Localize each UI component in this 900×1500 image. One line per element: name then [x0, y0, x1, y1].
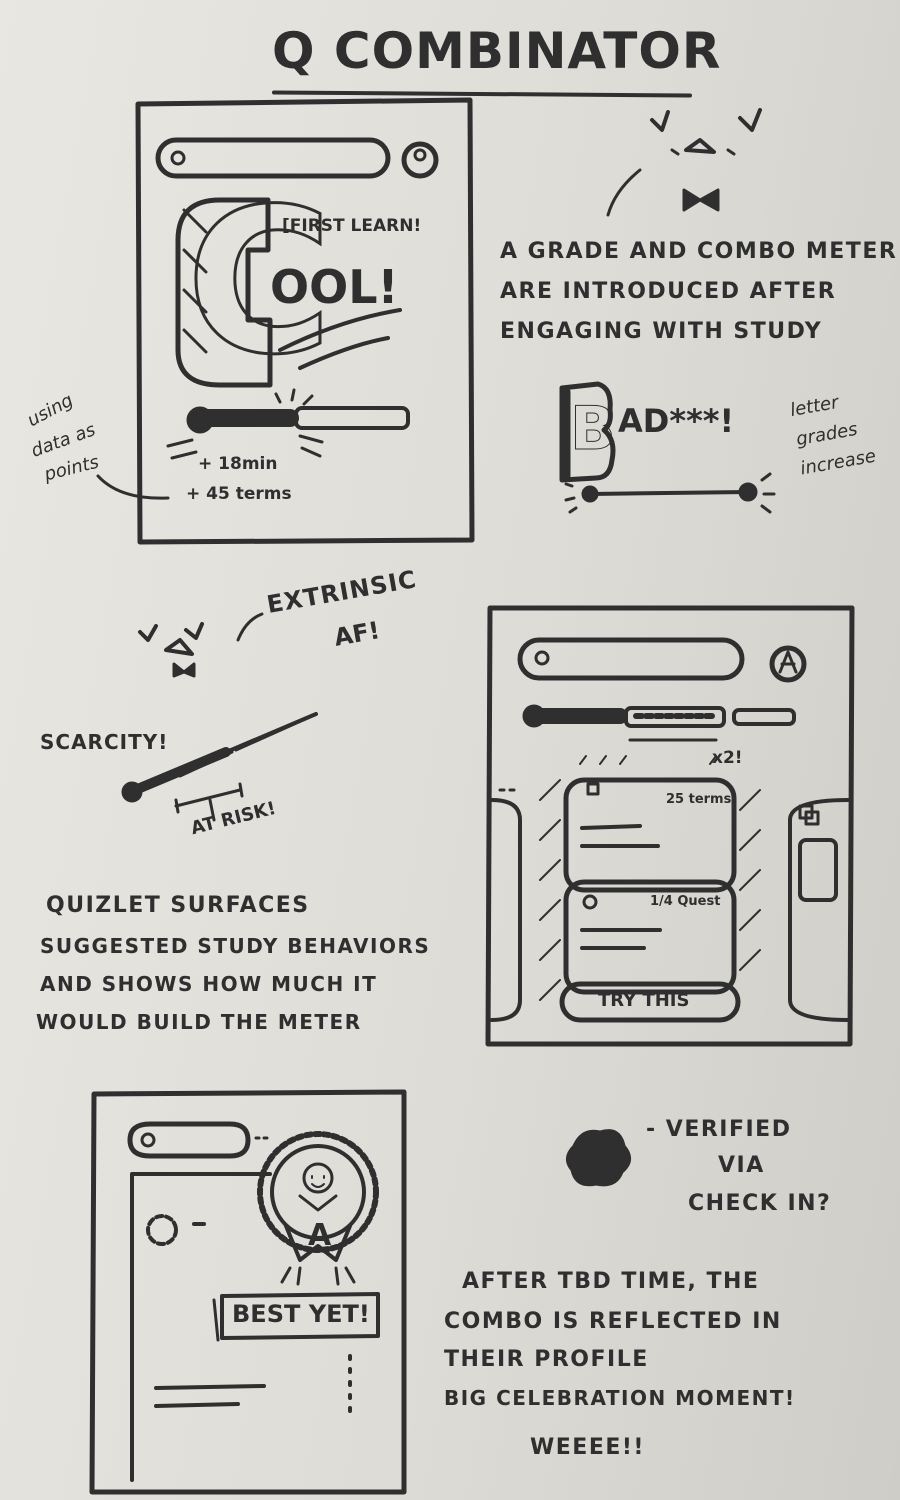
first-learn-tag: [FIRST LEARN!: [282, 216, 422, 236]
avatar-icon-2: [769, 645, 807, 683]
speech-bubble: [220, 1292, 380, 1340]
letter-b-outline: [559, 381, 616, 483]
note2-line-2: SUGGESTED STUDY BEHAVIORS: [40, 934, 431, 958]
note3-line-5: WEEEE!!: [530, 1435, 645, 1460]
award-rosette: [257, 1131, 379, 1253]
card2-badge: 1/4 Quest: [650, 894, 721, 909]
cool-word: OOL!: [270, 260, 399, 314]
note3-line-3: THEIR PROFILE: [444, 1347, 649, 1372]
phone-frame-2: [485, 605, 855, 1047]
stat-minutes: + 18min: [198, 454, 278, 474]
card1-badge: 25 terms: [666, 792, 732, 807]
note2-line-1: QUIZLET SURFACES: [46, 893, 310, 918]
note1-line-2: ARE INTRODUCED AFTER: [500, 279, 837, 304]
letter-c-outline: [175, 197, 273, 388]
suggestion-card-2: [563, 879, 737, 995]
note1-line-3: ENGAGING WITH STUDY: [500, 319, 823, 344]
note1-line-1: A GRADE AND COMBO METER: [500, 239, 898, 264]
verified-line-2: VIA: [718, 1153, 765, 1178]
award-letter: A: [308, 1218, 332, 1253]
phone-frame-1: [135, 97, 475, 545]
note2-line-4: WOULD BUILD THE METER: [36, 1010, 362, 1034]
suggestion-card-1: [563, 777, 737, 893]
mascot-ears-2: [138, 622, 204, 642]
try-this-label: TRY THIS: [598, 990, 690, 1011]
verified-blob: [566, 1129, 631, 1187]
bad-word: AD***!: [618, 402, 735, 440]
try-this-button: [559, 981, 741, 1023]
verified-line-3: CHECK IN?: [688, 1191, 832, 1216]
search-bar-2: [517, 637, 745, 681]
note3-line-1: AFTER TBD TIME, THE: [462, 1269, 760, 1294]
search-bar-1: [155, 137, 391, 179]
note3-line-4: BIG CELEBRATION MOMENT!: [444, 1386, 796, 1410]
avatar-icon-1: [401, 141, 439, 179]
verified-line-1: - VERIFIED: [646, 1117, 792, 1142]
page-title: Q COMBINATOR: [272, 22, 722, 80]
multiplier-label: x2!: [712, 748, 743, 768]
best-yet-label: BEST YET!: [232, 1300, 370, 1328]
stat-terms: + 45 terms: [186, 484, 292, 504]
scarcity-label: SCARCITY!: [40, 730, 169, 754]
letter-b: B: [570, 394, 617, 465]
note3-line-2: COMBO IS REFLECTED IN: [444, 1309, 782, 1334]
mascot-ears-1: [650, 108, 762, 132]
phone-frame-3: [89, 1089, 407, 1495]
note2-line-3: AND SHOWS HOW MUCH IT: [40, 972, 378, 996]
search-bar-3: [127, 1121, 251, 1159]
big-letter-c: C: [185, 166, 335, 399]
